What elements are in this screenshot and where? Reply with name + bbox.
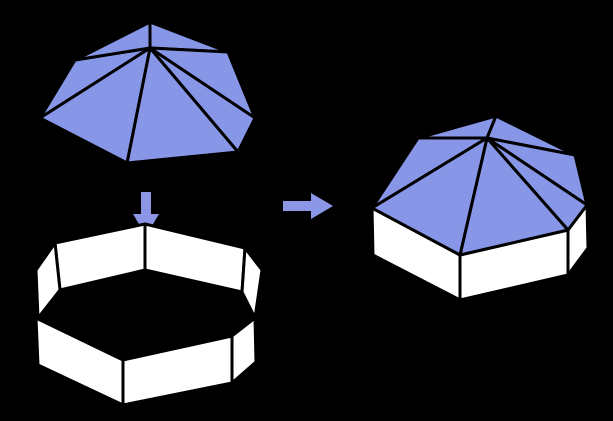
wall-panel-front-left (34, 316, 125, 407)
wall-panel-back-left (53, 222, 147, 292)
assembled-roof-face-back (416, 114, 498, 140)
wall-panel-right (240, 246, 264, 320)
wall-panel-back-right (143, 222, 247, 294)
roof-face-front-left (38, 46, 152, 165)
right-arrow (283, 193, 333, 219)
separate-roof (38, 20, 257, 165)
assembled-pavilion (370, 114, 590, 302)
right-arrow-shaft (283, 201, 313, 211)
wall-panel-left (34, 241, 62, 320)
wall-panel-front-right (121, 334, 234, 407)
right-arrow-head (311, 193, 333, 219)
wall-panel-front-right-end (230, 316, 258, 385)
down-arrow-shaft (141, 192, 151, 216)
separate-walls (34, 222, 264, 407)
assembled-roof-face-front-left (370, 136, 489, 257)
